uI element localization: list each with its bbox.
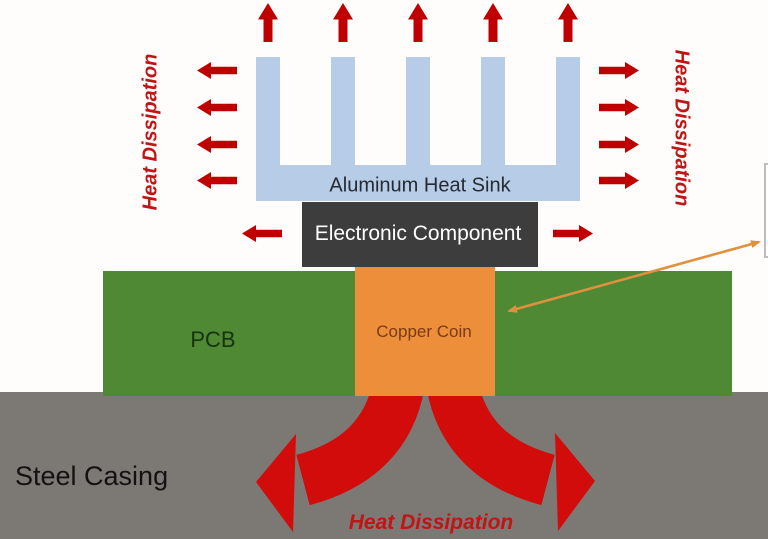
- left-arrow-icon: [197, 136, 237, 153]
- heat-sink-fin: [331, 57, 355, 166]
- left-arrow-icon: [242, 225, 282, 242]
- right-arrow-icon: [599, 136, 639, 153]
- up-arrow-icon: [483, 3, 503, 42]
- up-arrow-icon: [333, 3, 353, 42]
- heat-sink-label: Aluminum Heat Sink: [329, 174, 511, 197]
- copper-coin-label: Copper Coin: [376, 322, 472, 341]
- right-arrow-icon: [599, 99, 639, 116]
- right-arrow-icon: [553, 225, 593, 242]
- up-arrow-icon: [558, 3, 578, 42]
- up-arrow-icon: [408, 3, 428, 42]
- pcb-label: PCB: [190, 327, 236, 352]
- left-arrow-icon: [197, 62, 237, 79]
- left-arrow-icon: [197, 172, 237, 189]
- heat-sink-fin: [406, 57, 430, 166]
- heat-sink-base: [256, 165, 580, 201]
- right-arrow-icon: [599, 62, 639, 79]
- heat-sink-fin: [256, 57, 280, 166]
- electronic-component-label: Electronic Component: [314, 222, 522, 245]
- up-arrow-icon: [258, 3, 278, 42]
- steel-casing-label: Steel Casing: [15, 461, 169, 491]
- heat-dissipation-right-label: Heat Dissipation: [670, 49, 693, 207]
- copper-coin-block: [355, 267, 495, 396]
- electronic-component-block: [302, 202, 538, 267]
- heat-dissipation-left-label: Heat Dissipation: [139, 53, 162, 211]
- cropped-callout-box: [764, 163, 768, 258]
- right-arrow-icon: [599, 172, 639, 189]
- left-arrow-icon: [197, 99, 237, 116]
- heat-sink-fin: [556, 57, 580, 166]
- heat-sink-fin: [481, 57, 505, 166]
- heat-dissipation-bottom-label: Heat Dissipation: [348, 511, 514, 534]
